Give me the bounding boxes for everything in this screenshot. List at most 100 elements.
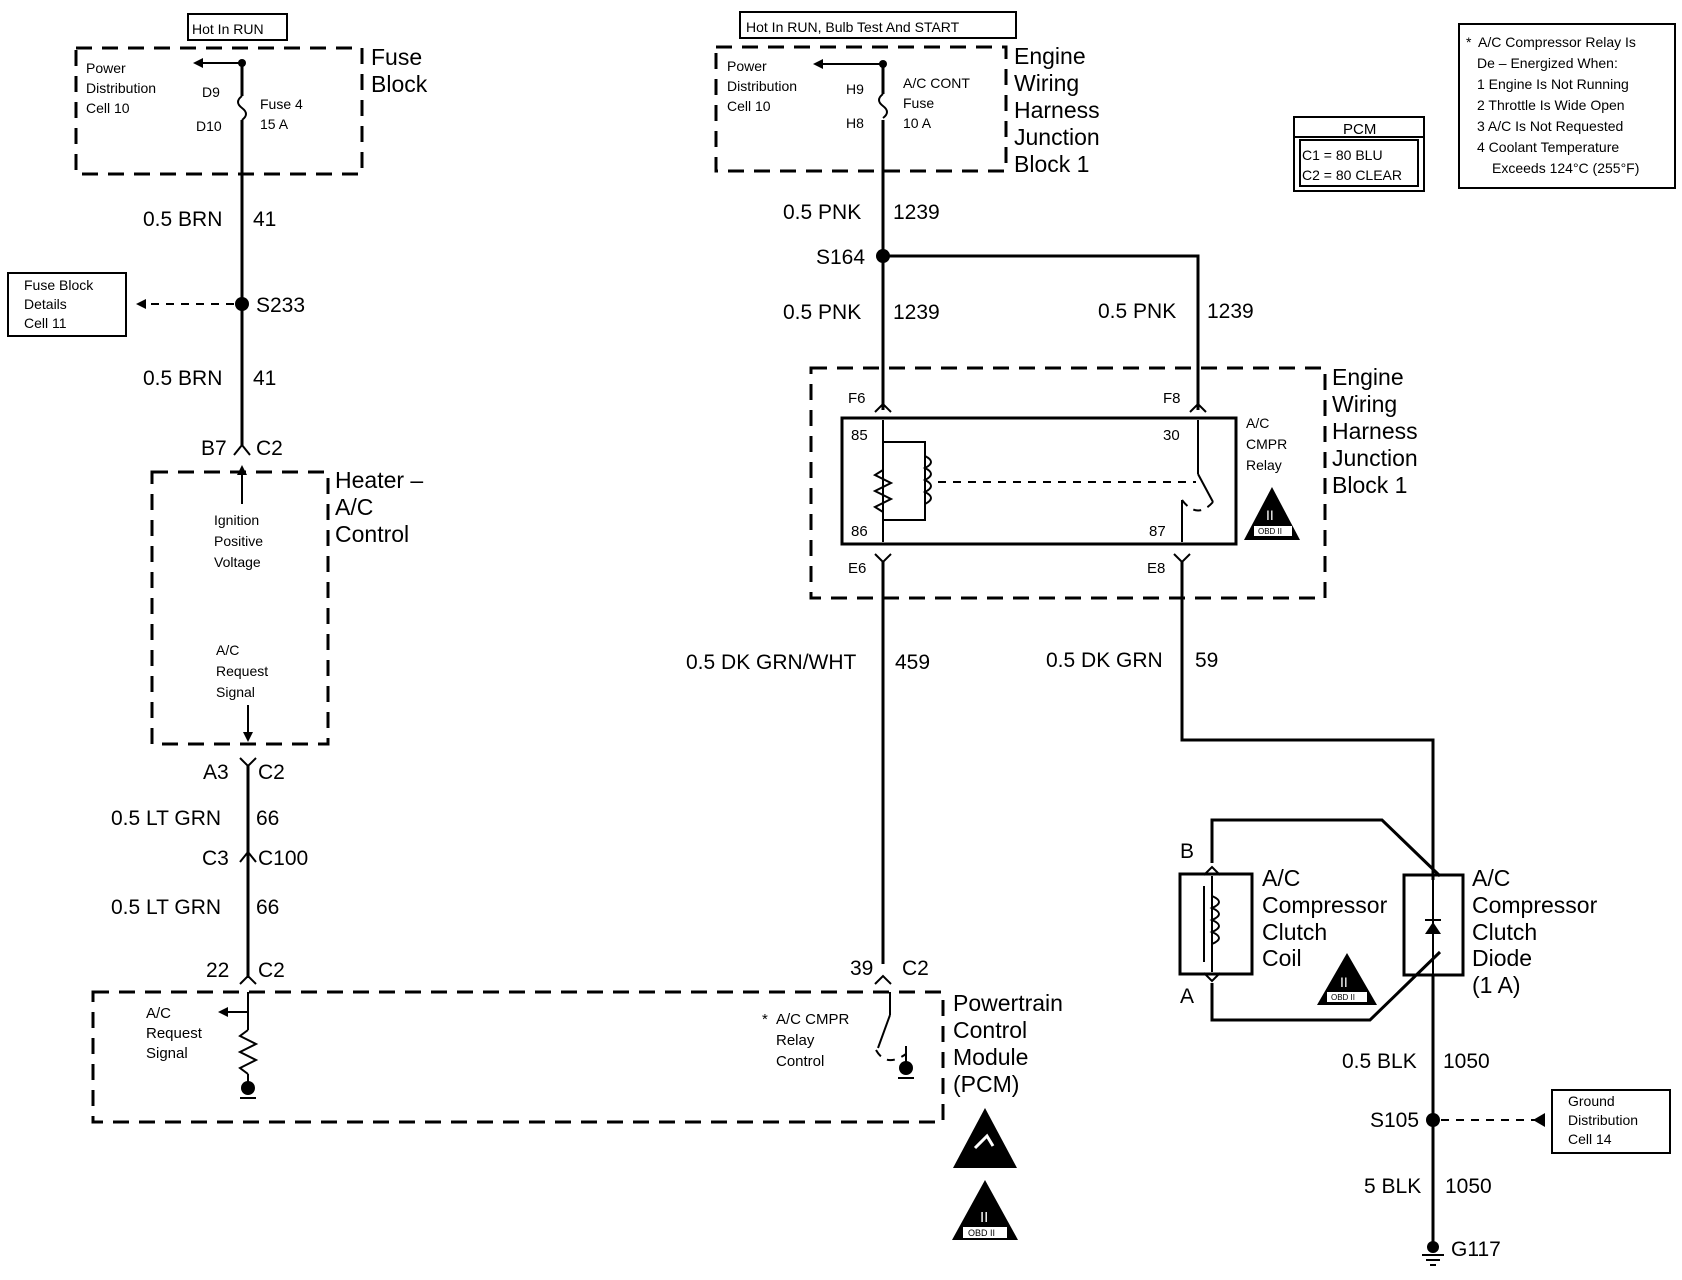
svg-text:Ground Distribution Ce: Ground Distribution Cell 14 [1568,1093,1642,1147]
relay-obd-ii-icon: II OBD II [1244,487,1300,540]
relay-switch [1197,473,1214,503]
wire-pnk-1239-branch [883,254,1200,410]
svg-text:C2: C2 [258,761,285,784]
svg-text:C3: C3 [202,847,229,870]
svg-text:39: 39 [850,957,873,980]
svg-text:A3: A3 [203,761,229,784]
svg-text:0.5 LT GRN: 0.5 LT GRN [111,807,221,830]
svg-text:1050: 1050 [1445,1175,1492,1198]
svg-text:H8: H8 [846,115,864,131]
hot-in-run-bulb-label: Hot In RUN, Bulb Test And START [739,11,1017,39]
svg-text:0.5 PNK: 0.5 PNK [783,201,861,224]
svg-text:*: * [1466,34,1472,50]
fuse-block-details-ref [7,272,127,337]
svg-text:A/C Compressor Clu: A/C Compressor Clutch Diode (1 A) [1472,865,1604,998]
svg-text:II: II [1340,974,1348,990]
compressor-clutch: B A A/C Compressor Clutch Coil II OBD II… [1178,818,1604,1022]
svg-text:A/C Compressor Clu: A/C Compressor Clutch Coil [1262,865,1394,971]
svg-text:C1 = 80 BLU: C1 = 80 BLU [1302,147,1383,163]
svg-text:II: II [1266,507,1274,523]
circuit-number: 41 [253,208,276,231]
svg-text:B: B [1180,840,1194,863]
svg-text:459: 459 [895,651,930,674]
svg-text:S233: S233 [256,294,305,317]
svg-text:Power Distribution: Power Distribution Cell 10 [727,58,801,114]
svg-text:PCM: PCM [1343,121,1376,138]
svg-text:1239: 1239 [1207,300,1254,323]
svg-text:E6: E6 [848,560,866,577]
svg-text:30: 30 [1163,427,1180,444]
fuse-block: Power Distribution Cell 10 D9 D10 Fuse 4… [74,44,429,176]
svg-text:Hot In RUN, Bulb Test And STAR: Hot In RUN, Bulb Test And START [746,19,960,35]
svg-text:Engine Wiring Harn: Engine Wiring Harness Junction Block 1 [1014,43,1106,177]
svg-text:H9: H9 [846,81,864,97]
svg-text:G117: G117 [1451,1238,1501,1261]
svg-text:1239: 1239 [893,301,940,324]
hot-in-run-label: Hot In RUN [187,13,288,41]
connector-c100 [239,850,257,863]
ac-cmpr-relay: 85 86 30 87 [840,416,1238,546]
ground-distribution-ref [1551,1089,1671,1154]
pcm-switch [877,1014,891,1049]
svg-text:OBD II: OBD II [1258,527,1282,536]
svg-text:22: 22 [206,959,229,982]
svg-text:A/C Compressor Relay Is: A/C Compressor Relay Is De – Energized W… [1477,34,1640,176]
wire-dkgrn-59 [1180,562,1435,880]
svg-text:85: 85 [851,427,868,444]
fuse4-text: Fuse 4 15 A [260,96,307,132]
svg-text:C2: C2 [902,957,929,980]
svg-text:C2: C2 [256,437,283,460]
svg-text:0.5 DK GRN: 0.5 DK GRN [1046,649,1163,672]
heater-ac-control: Ignition Positive Voltage A/C Request Si… [150,465,430,746]
clutch-coil [1178,872,1254,976]
svg-text:86: 86 [851,523,868,540]
fuse-symbol [237,95,247,121]
svg-text:87: 87 [1149,523,1166,540]
connector-b7 [233,443,251,456]
svg-text:Hot In RUN: Hot In RUN [192,21,264,37]
svg-text:OBD II: OBD II [968,1228,995,1238]
svg-text:C2 = 80 CLEAR: C2 = 80 CLEAR [1302,167,1402,183]
svg-text:Ignition Positive: Ignition Positive Voltage [214,512,267,570]
svg-text:1239: 1239 [893,201,940,224]
ground-g117 [1422,1241,1444,1266]
svg-text:41: 41 [253,367,276,390]
resistor-symbol [237,1029,259,1075]
svg-text:A/C CONT Fuse 10 A: A/C CONT Fuse 10 A [903,75,974,131]
splice-s105 [1426,1113,1440,1127]
svg-text:1050: 1050 [1443,1050,1490,1073]
svg-text:A/C Request Signal: A/C Request Signal [216,642,272,700]
svg-text:0.5 PNK: 0.5 PNK [783,301,861,324]
svg-text:Fuse Block Details Cel: Fuse Block Details Cell 11 [24,277,97,331]
svg-text:C100: C100 [258,847,308,870]
svg-text:D10: D10 [196,118,222,134]
relay-coil-icon [922,455,932,505]
svg-text:0.5 LT GRN: 0.5 LT GRN [111,896,221,919]
pcm-connector-table: PCM C1 = 80 BLU C2 = 80 CLEAR [1293,116,1425,192]
svg-text:0.5 PNK: 0.5 PNK [1098,300,1176,323]
svg-text:A/C Request Signal: A/C Request Signal [146,1005,206,1062]
svg-text:C2: C2 [258,959,285,982]
svg-text:S105: S105 [1370,1109,1419,1132]
svg-text:*: * [762,1011,768,1028]
svg-text:Engine Wiring Harn: Engine Wiring Harness Junction Block 1 [1332,364,1424,498]
svg-text:Powertrain Control: Powertrain Control Module (PCM) [953,990,1069,1097]
svg-text:59: 59 [1195,649,1218,672]
svg-text:0.5 BRN: 0.5 BRN [143,367,222,390]
fuse-block-title: Fuse Block [371,44,429,97]
svg-text:Heater – A/C Contr: Heater – A/C Control [335,467,430,547]
svg-text:II: II [980,1209,988,1226]
svg-text:5 BLK: 5 BLK [1364,1175,1421,1198]
svg-text:A/C CMPR Relay Con: A/C CMPR Relay Control [776,1011,854,1070]
svg-text:0.5 DK GRN/WHT: 0.5 DK GRN/WHT [686,651,857,674]
svg-text:A: A [1180,985,1194,1008]
pdc-left-text: Power Distribution Cell 10 [86,60,160,116]
clutch-obd-ii-icon: II OBD II [1317,953,1377,1005]
svg-text:E8: E8 [1147,560,1165,577]
ground-symbol [241,1081,255,1095]
svg-text:A/C CMPR Relay: A/C CMPR Relay [1246,415,1291,473]
svg-text:0.5 BLK: 0.5 BLK [1342,1050,1417,1073]
obd-ii-icon: II OBD II [952,1180,1018,1240]
svg-text:B7: B7 [201,437,227,460]
